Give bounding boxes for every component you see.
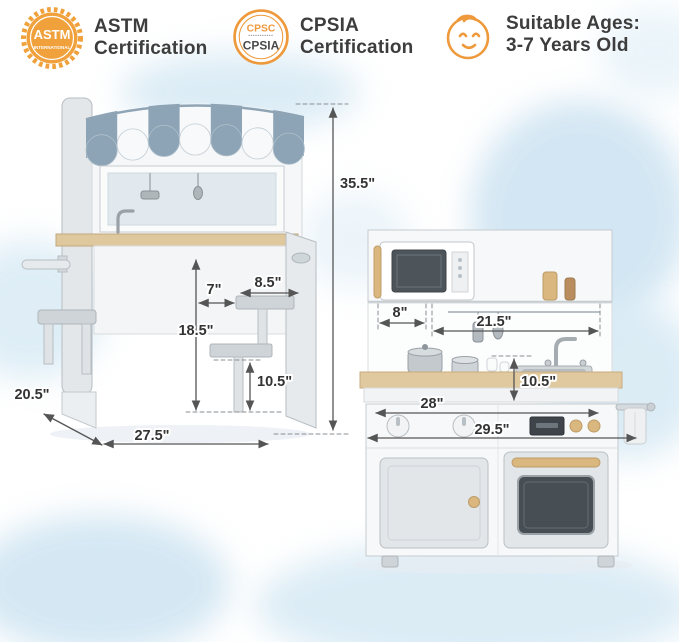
astm-label-line2: Certification bbox=[94, 38, 208, 59]
hanging-pan bbox=[140, 173, 160, 200]
microwave-handle bbox=[373, 245, 382, 299]
child-face-icon bbox=[446, 14, 490, 60]
astm-label-line1: ASTM bbox=[94, 15, 149, 37]
dimension-label-cabinet-width: 8" bbox=[393, 305, 408, 321]
floor-shadow bbox=[50, 425, 310, 443]
cabinet-foot bbox=[381, 555, 399, 568]
play-cups bbox=[486, 357, 510, 373]
watercolor-blob bbox=[600, 8, 679, 98]
cabinet-foot bbox=[597, 555, 615, 568]
astm-logo-subtext: INTERNATIONAL bbox=[34, 45, 71, 50]
oven-door bbox=[503, 451, 609, 549]
oven-window bbox=[517, 475, 595, 535]
burner-dial bbox=[452, 414, 476, 438]
cpsia-certification-badge: CPSC CPSIA CPSIA Certification bbox=[232, 8, 413, 66]
dimension-label-counter-height: 10.5" bbox=[521, 374, 556, 390]
cpsc-logo-top-text: CPSC bbox=[247, 23, 276, 34]
cpsc-cpsia-logo-icon: CPSC CPSIA bbox=[233, 9, 289, 65]
play-faucet bbox=[116, 209, 135, 234]
right-side-panel bbox=[285, 231, 317, 429]
astm-logo-icon: ASTM INTERNATIONAL bbox=[21, 7, 83, 69]
wood-countertop bbox=[359, 371, 623, 389]
cpsia-label-line1: CPSIA bbox=[300, 14, 360, 36]
front-view-dimensions: 8" 21.5" 10.5" 28" 29.5" bbox=[367, 303, 637, 443]
dimension-label-overall-width: 29.5" bbox=[474, 422, 509, 438]
side-view-dimensions: 35.5" 18.5" 10.5" 7" 8.5" 20.5" 27.5" bbox=[12, 103, 377, 449]
cooking-pot-small bbox=[451, 356, 479, 375]
oven-knob bbox=[569, 419, 583, 433]
astm-certification-badge: ASTM INTERNATIONAL ASTM Certification bbox=[20, 6, 207, 70]
suitable-ages-label: Suitable Ages: 3-7 Years Old bbox=[506, 13, 640, 58]
burner-dial bbox=[386, 414, 410, 438]
stool-bench bbox=[37, 309, 97, 375]
watercolor-blob bbox=[0, 515, 230, 642]
ages-label-line2: 3-7 Years Old bbox=[506, 35, 629, 56]
cabinet-door bbox=[379, 457, 489, 549]
front-view-kitchen bbox=[352, 229, 656, 574]
awning-top-edge bbox=[85, 104, 305, 122]
dimension-label-depth: 20.5" bbox=[14, 387, 49, 403]
dimension-label-step-height: 10.5" bbox=[257, 374, 292, 390]
cooking-pot-large bbox=[407, 344, 443, 373]
floor-shadow bbox=[352, 556, 632, 574]
play-microwave bbox=[373, 241, 475, 301]
counter-lip bbox=[363, 387, 619, 403]
suitable-ages-badge: Suitable Ages: 3-7 Years Old bbox=[438, 7, 640, 63]
cpsia-label-line2: Certification bbox=[300, 37, 414, 58]
dimension-label-width: 27.5" bbox=[134, 428, 169, 444]
base-foot bbox=[61, 391, 97, 429]
dimension-label-counter-height: 18.5" bbox=[178, 323, 213, 339]
cpsia-certification-label: CPSIA Certification bbox=[300, 15, 413, 60]
dimension-label-counter-width: 28" bbox=[420, 396, 443, 412]
sink-faucet bbox=[554, 337, 577, 370]
dimension-label-overall-height: 35.5" bbox=[340, 176, 375, 192]
cpsc-logo-bottom-text: CPSIA bbox=[243, 38, 280, 52]
mirror bbox=[99, 165, 285, 233]
towel-bar bbox=[21, 255, 71, 273]
oven-handle bbox=[511, 457, 601, 468]
dimension-label-seat-depth: 8.5" bbox=[254, 275, 281, 291]
astm-logo-text: ASTM bbox=[34, 27, 71, 42]
dimension-arrow-depth bbox=[43, 413, 103, 446]
dimension-label-seat-gap: 7" bbox=[207, 282, 222, 298]
hanging-spoon bbox=[193, 173, 203, 200]
astm-certification-label: ASTM Certification bbox=[94, 16, 207, 61]
oven-knob bbox=[587, 419, 601, 433]
open-shelf-items bbox=[542, 271, 576, 301]
door-knob bbox=[468, 496, 480, 508]
wood-counter bbox=[55, 233, 299, 247]
dimension-label-shelf-width: 21.5" bbox=[476, 314, 511, 330]
ages-label-line1: Suitable Ages: bbox=[506, 12, 641, 34]
